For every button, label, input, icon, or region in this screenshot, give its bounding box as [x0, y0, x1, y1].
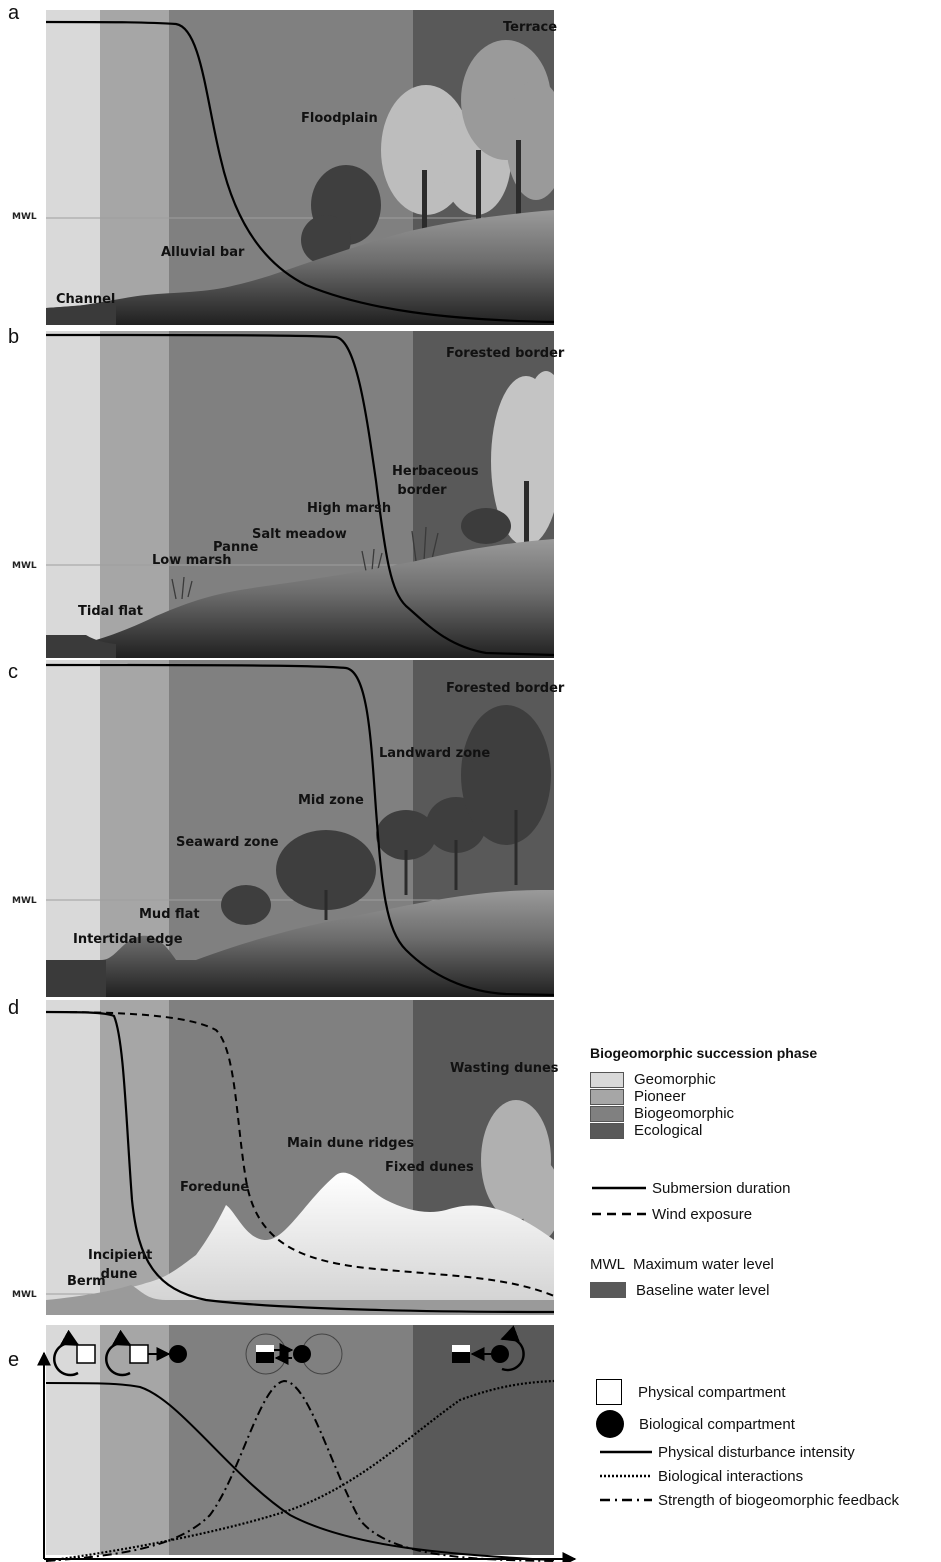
zone-alluvial-bar: Alluvial bar: [161, 245, 245, 260]
panel-a: [46, 10, 554, 325]
baseline-swatch: [590, 1282, 626, 1298]
dashed-line-icon: [592, 1212, 646, 1216]
panel-label-a: a: [8, 2, 20, 24]
zone-landward-zone: Landward zone: [379, 746, 491, 761]
zone-low-marsh: Low marsh: [152, 553, 232, 568]
submersion-label: Submersion duration: [652, 1179, 791, 1197]
biological-compartment-icon: [596, 1410, 624, 1438]
zone-channel: Channel: [56, 292, 116, 307]
zone-terrace: Terrace: [503, 20, 558, 35]
solid-line-icon: [592, 1186, 646, 1190]
zone-wasting-dunes: Wasting dunes: [450, 1061, 559, 1076]
dotted-line-icon: [600, 1474, 652, 1478]
legend-disturbance: Physical disturbance intensity: [596, 1440, 941, 1464]
legend-biological: Biological compartment: [596, 1408, 941, 1440]
mwl-label-b: MWL: [12, 561, 37, 571]
zone-herbaceous-border: Herbaceous border: [392, 464, 479, 498]
panel-label-c: c: [8, 661, 18, 683]
swatch-biogeomorphic: [590, 1105, 624, 1122]
legend-wind: Wind exposure: [590, 1201, 940, 1227]
zone-mid-zone: Mid zone: [298, 793, 364, 808]
shrub-icon: [461, 508, 511, 544]
zone-berm: Berm: [67, 1274, 106, 1289]
legend-phase-biogeomorphic: Biogeomorphic: [590, 1105, 940, 1122]
physical-label: Physical compartment: [638, 1383, 786, 1401]
zone-intertidal-edge: Intertidal edge: [73, 932, 183, 947]
phase-label: Pioneer: [634, 1088, 686, 1105]
zone-salt-meadow: Salt meadow: [252, 527, 347, 542]
feedback-label: Strength of biogeomorphic feedback: [658, 1491, 899, 1509]
zone-tidal-flat: Tidal flat: [78, 604, 144, 619]
legend-phase-pioneer: Pioneer: [590, 1088, 940, 1105]
zone-forested-border-b: Forested border: [446, 346, 565, 361]
legend-phase-ecological: Ecological: [590, 1122, 940, 1139]
zone-main-dune-ridges: Main dune ridges: [287, 1136, 415, 1151]
zone-fixed-dunes: Fixed dunes: [385, 1160, 474, 1175]
mwl-desc: Maximum water level: [633, 1255, 774, 1273]
dune-tree-icon: [481, 1100, 554, 1240]
panel-label-e: e: [8, 1349, 20, 1371]
panel-b: [46, 331, 554, 658]
mwl-label-c: MWL: [12, 896, 37, 906]
legend-baseline: Baseline water level: [590, 1277, 940, 1303]
zone-foredune: Foredune: [180, 1180, 250, 1195]
panel-d: [46, 1000, 554, 1315]
solid-line-icon: [600, 1450, 652, 1454]
mangrove-tree-icon: [221, 705, 551, 925]
riparian-tree-icon: [301, 165, 381, 265]
zone-floodplain: Floodplain: [301, 111, 378, 126]
zone-forested-border-c: Forested border: [446, 681, 565, 696]
zone-high-marsh: High marsh: [307, 501, 392, 516]
legend-title: Biogeomorphic succession phase: [590, 1045, 818, 1061]
zone-incipient-dune: Incipient dune: [88, 1248, 153, 1282]
legend-mwl: MWL Maximum water level: [590, 1251, 940, 1277]
panel-e: [30, 1325, 580, 1562]
legend-submersion: Submersion duration: [590, 1175, 940, 1201]
physical-to-biological-icon: [105, 1329, 187, 1377]
panel-c: [46, 660, 554, 997]
two-way-feedback-icon: [245, 1333, 343, 1375]
swatch-ecological: [590, 1122, 624, 1139]
swatch-geomorphic: [590, 1071, 624, 1088]
succession-legend: Biogeomorphic succession phase Geomorphi…: [590, 1045, 940, 1303]
panel-label-d: d: [8, 997, 20, 1019]
biological-label: Biological compartment: [639, 1415, 795, 1433]
interactions-label: Biological interactions: [658, 1467, 804, 1485]
zone-panne: Panne: [213, 540, 259, 555]
legend-physical: Physical compartment: [596, 1376, 941, 1408]
biological-self-loop-icon: [452, 1325, 525, 1372]
zone-seaward-zone: Seaward zone: [176, 835, 279, 850]
mwl-label-a: MWL: [12, 212, 37, 222]
phase-label: Biogeomorphic: [634, 1105, 735, 1122]
mwl-abbr: MWL: [590, 1255, 625, 1273]
physical-self-loop-icon: [53, 1329, 96, 1377]
zone-mud-flat: Mud flat: [139, 907, 200, 922]
legend-feedback: Strength of biogeomorphic feedback: [596, 1488, 941, 1512]
physical-compartment-icon: [596, 1379, 622, 1405]
baseline-label: Baseline water level: [636, 1281, 770, 1299]
mwl-label-d: MWL: [12, 1290, 37, 1300]
disturbance-label: Physical disturbance intensity: [658, 1443, 855, 1461]
legend-phase-geomorphic: Geomorphic: [590, 1071, 940, 1088]
swatch-pioneer: [590, 1088, 624, 1105]
legend-interactions: Biological interactions: [596, 1464, 941, 1488]
marsh-grass-icon: [171, 526, 439, 600]
phase-label: Geomorphic: [634, 1071, 716, 1088]
compartment-legend: Physical compartment Biological compartm…: [596, 1376, 941, 1512]
wind-label: Wind exposure: [652, 1205, 753, 1223]
panel-label-b: b: [8, 326, 20, 348]
dash-dot-line-icon: [600, 1498, 652, 1502]
phase-label: Ecological: [634, 1122, 703, 1139]
forest-tree-icon: [491, 371, 554, 546]
